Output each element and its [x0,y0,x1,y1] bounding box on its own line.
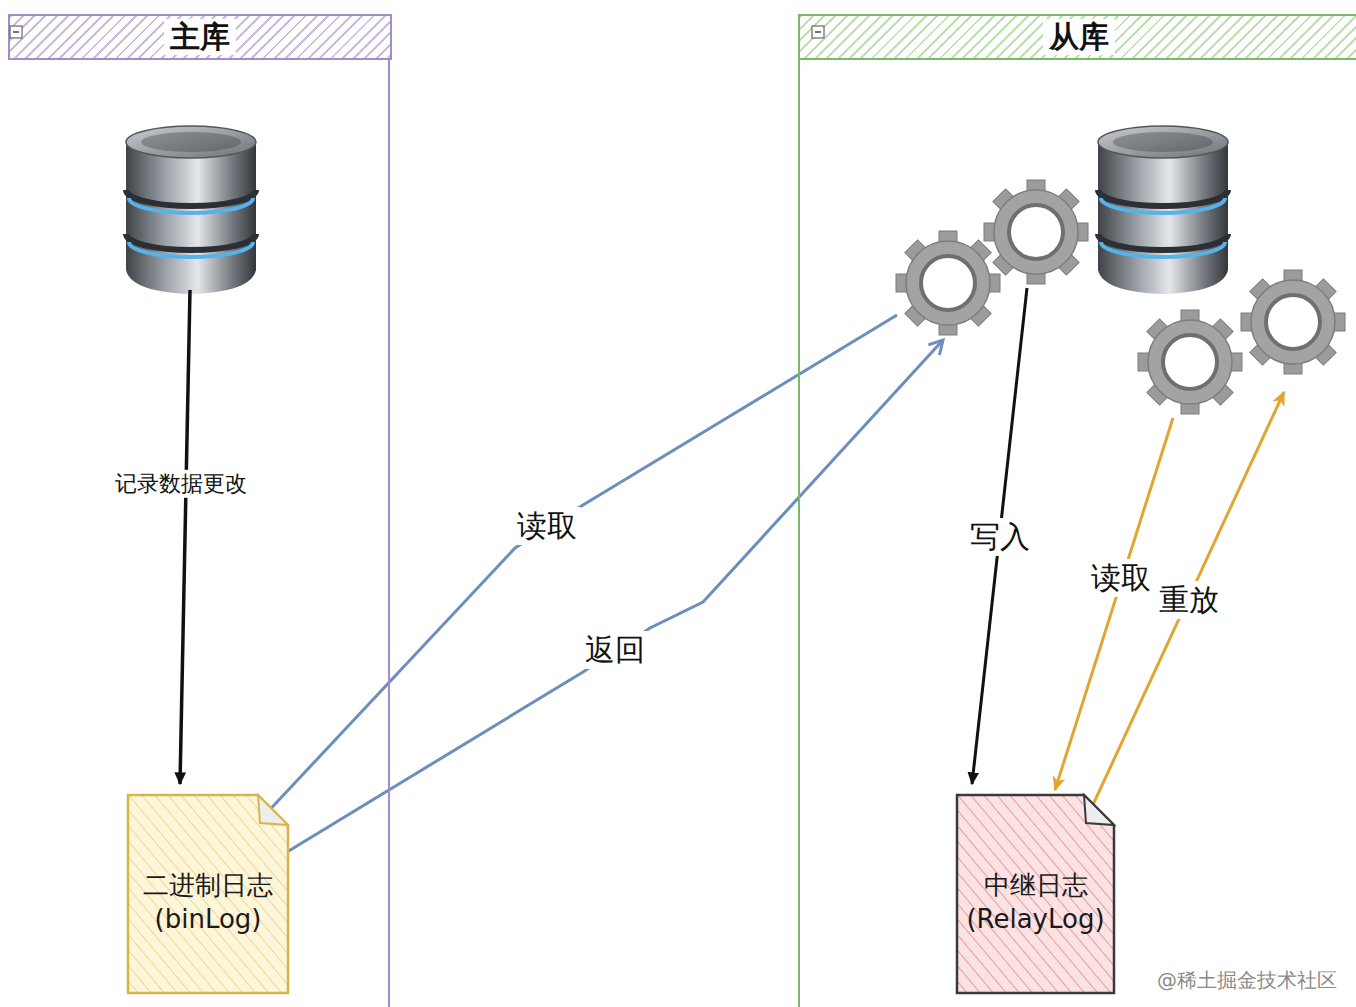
panel-header: 从库 [798,14,1356,60]
arrow-label: 写入 [966,518,1034,556]
gear-icon [984,180,1088,284]
collapse-icon [812,26,824,38]
database-icon [1098,126,1228,294]
database-icon [126,126,256,294]
panel-header: 主库 [8,14,392,60]
collapse-icon [10,26,22,38]
arrow-line [287,340,943,852]
arrow-label: 读取 [1087,559,1155,597]
document-fold [258,795,288,825]
document-outline [957,795,1114,993]
arrow-line [262,315,897,818]
arrow-line [1085,392,1284,822]
panel-title: 主库 [164,19,236,55]
document-label: 二进制日志 (binLog) [134,869,282,937]
document-fold [1084,795,1114,825]
panel-title: 从库 [1043,19,1115,55]
arrow-line [180,290,190,784]
arrow-label: 记录数据更改 [111,470,251,498]
arrow-label: 重放 [1155,581,1223,619]
server-panel: 中继日志 (RelayLog) 从库 [798,14,1356,1007]
gear-icon [896,231,1000,335]
gear-icon [1241,270,1345,374]
log-document: 中继日志 (RelayLog) [957,795,1114,993]
log-document: 二进制日志 (binLog) [128,795,288,993]
arrow-label: 读取 [513,507,581,545]
document-label: 中继日志 (RelayLog) [963,869,1108,937]
arrow-label: 返回 [581,631,649,669]
document-outline [128,795,288,993]
gear-icon [1138,310,1242,414]
server-panel: 二进制日志 (binLog) 主库 [8,14,390,1007]
watermark: @稀土掘金技术社区 [1153,967,1341,993]
